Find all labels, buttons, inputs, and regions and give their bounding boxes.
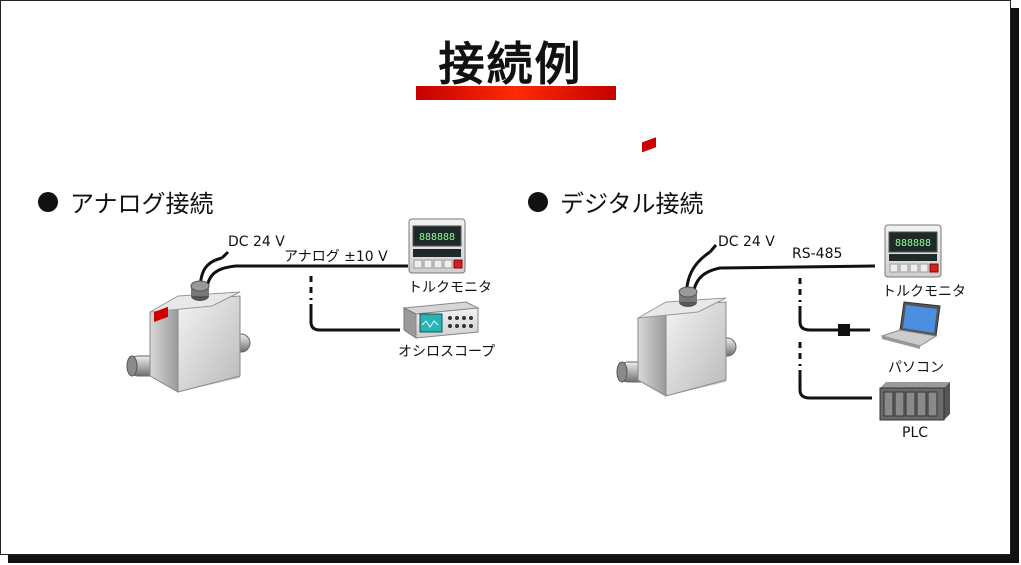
digital-signal-label: RS-485: [792, 246, 843, 262]
analog-signal-label: アナログ ±10 V: [284, 249, 388, 265]
branch-cable: [309, 304, 400, 332]
svg-text:888888: 888888: [419, 232, 455, 243]
digital-device-label-pc: パソコン: [888, 360, 944, 376]
digital-wiring: [684, 244, 876, 400]
digital-section-heading: デジタル接続: [528, 184, 704, 219]
page-title: 接続例: [438, 37, 583, 91]
torque-monitor-icon: 888888: [884, 224, 942, 278]
analog-device-label-oscilloscope: オシロスコープ: [398, 344, 496, 360]
pc-branch-cable: [798, 306, 870, 332]
torque-sensor-icon: [616, 137, 737, 397]
analog-section-heading: アナログ接続: [38, 184, 214, 219]
signal-cable: [204, 264, 408, 293]
digital-device-label-plc: PLC: [902, 425, 929, 441]
digital-power-label: DC 24 V: [718, 234, 775, 250]
digital-heading-text: デジタル接続: [560, 190, 704, 218]
svg-text:888888: 888888: [895, 238, 931, 249]
torque-monitor-icon: 888888: [408, 218, 466, 274]
converter-block: [838, 324, 850, 336]
digital-device-label-torque-monitor: トルクモニタ: [882, 284, 966, 300]
analog-power-label: DC 24 V: [228, 234, 285, 250]
signal-cable: [690, 264, 876, 301]
analog-heading-text: アナログ接続: [70, 190, 214, 218]
plc-branch-cable: [798, 370, 872, 400]
torque-sensor-icon: [126, 280, 251, 393]
laptop-icon: [880, 301, 941, 349]
bullet-icon: [38, 191, 58, 212]
oscilloscope-icon: [402, 301, 480, 339]
title-underline-bar: [416, 86, 616, 100]
plc-icon: [879, 382, 950, 421]
bullet-icon: [528, 191, 548, 212]
analog-device-label-torque-monitor: トルクモニタ: [408, 280, 492, 296]
